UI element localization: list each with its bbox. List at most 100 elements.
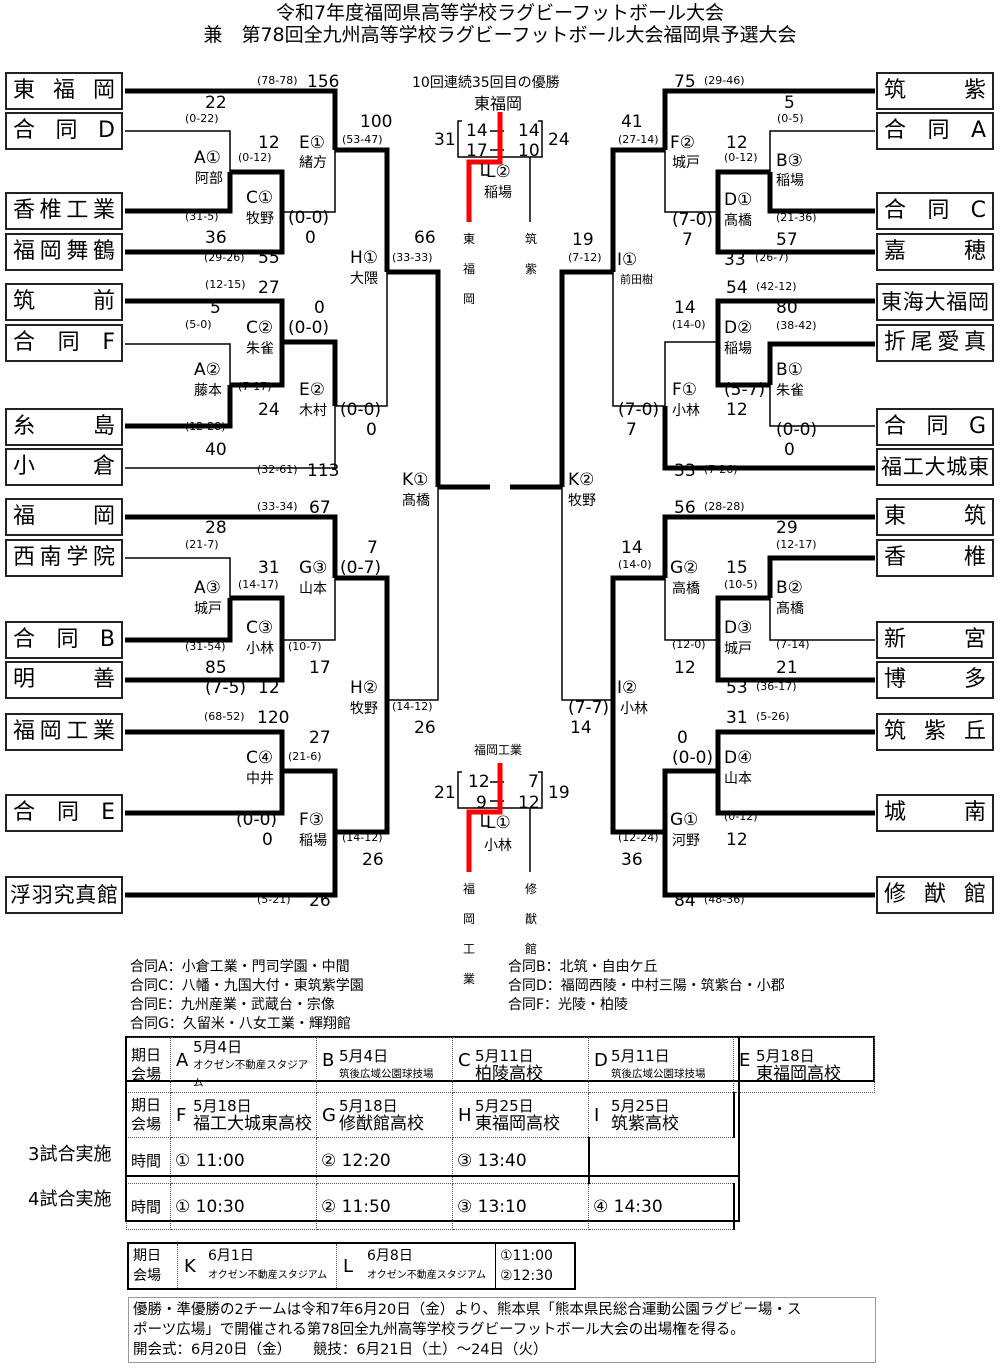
bracket-line: [767, 172, 875, 214]
vertical-char: 工: [462, 942, 475, 956]
score-label: (0-12): [724, 810, 758, 823]
score-label: (29-46): [704, 74, 745, 87]
joint-team-g: 合同G：久留米・八女工業・輝翔館: [130, 1016, 351, 1032]
match-id: I②: [617, 678, 638, 698]
score-label: (12-0): [672, 638, 706, 651]
bracket-line: [125, 212, 285, 255]
score-label: (14-0): [672, 318, 706, 331]
referee-name: 牧野: [246, 211, 274, 227]
team-name-char: 羽: [31, 883, 53, 907]
referee-name: 山本: [299, 581, 327, 597]
team-box: 福岡: [5, 498, 123, 536]
score-label: (31-54): [185, 640, 226, 653]
vertical-char: 修: [524, 882, 537, 896]
score-label: 26: [309, 891, 331, 911]
bracket-line: [125, 557, 231, 598]
score-label: 27: [258, 278, 280, 298]
team-box: 東福岡: [5, 72, 123, 110]
bracket-line: [481, 814, 488, 827]
match-id: A①: [194, 148, 221, 168]
bracket-line: [125, 385, 233, 429]
team-name-char: 合: [884, 118, 907, 143]
score-label: (14-12): [392, 700, 433, 713]
match-date: 5月4日: [339, 1047, 389, 1065]
venue-name: 東福岡高校: [756, 1064, 841, 1084]
team-name-char: 筑: [13, 289, 36, 314]
score-label: (0-0): [288, 318, 330, 338]
score-label: (14-0): [618, 558, 652, 571]
vertical-char: 紫: [524, 262, 537, 276]
score-label: (0-12): [724, 151, 758, 164]
joint-team-d: 合同D：福岡西陵・中村三陽・筑紫台・小郡: [508, 978, 785, 994]
match-id: G③: [299, 558, 328, 578]
team-name-char: 福: [52, 78, 75, 103]
score-label: (38-42): [776, 319, 817, 332]
bracket-line: [715, 212, 875, 255]
team-name-char: 尾: [910, 330, 933, 355]
joint-team-b: 合同B：北筑・自由ケ丘: [508, 959, 658, 975]
team-box: 嘉穂: [876, 233, 994, 271]
vertical-char: 福: [462, 882, 475, 896]
team-name-char: 小: [13, 454, 36, 479]
team-name-char: 鶴: [92, 239, 115, 264]
bracket-line: [664, 150, 718, 213]
final-referee: 稲場: [484, 185, 512, 201]
score-label: 36: [621, 850, 643, 870]
bracket-line: [715, 298, 875, 342]
team-box: 香椎: [876, 539, 994, 577]
venue-name: 柏陵高校: [475, 1064, 543, 1084]
vertical-char: 館: [524, 942, 537, 956]
score-label: (36-17): [756, 680, 797, 693]
score-label: 28: [205, 518, 227, 538]
score-label: 5: [784, 93, 795, 113]
bracket-line: [769, 598, 875, 641]
vertical-char: 筑: [524, 232, 537, 246]
bracket-line: [335, 575, 390, 700]
score-label: (5-21): [257, 893, 291, 906]
team-name-char: 同: [927, 118, 950, 143]
score-label: (12-17): [776, 538, 817, 551]
team-name-char: 筑: [884, 719, 907, 744]
score-label: (10-7): [288, 640, 322, 653]
team-box: 福工大城東: [876, 448, 994, 486]
team-name-char: 岡: [92, 78, 115, 103]
team-box: 香椎工業: [5, 192, 123, 230]
score-label: (0-5): [777, 112, 804, 125]
bracket-line: [125, 640, 285, 683]
bracket-line: [387, 487, 439, 701]
team-name-char: 合: [13, 800, 36, 825]
match-id: F②: [670, 133, 696, 153]
score-label: (78-78): [257, 74, 298, 87]
score-label: (7-26): [704, 463, 738, 476]
referee-name: 髙橋: [776, 601, 804, 617]
venue-code: C: [458, 1050, 471, 1071]
score-label: 26: [414, 718, 436, 738]
bracket-line: [282, 150, 336, 213]
referee-name: 緒方: [299, 155, 327, 171]
score-label: (33-33): [392, 251, 433, 264]
team-name-char: 前: [92, 289, 115, 314]
match-id: G①: [670, 810, 699, 830]
match-id: F①: [672, 380, 698, 400]
final-half2-left: 17: [466, 141, 488, 161]
bracket-line: [230, 342, 285, 388]
info-line-2: ポーツ広場」で開催される第78回全九州高等学校ラグビーフットボール大会の出場権を…: [133, 1322, 745, 1338]
score-label: 75: [674, 72, 696, 92]
score-label: 15: [726, 558, 748, 578]
bracket-line: [481, 163, 488, 176]
venue-name: 筑後広域公園球技場: [611, 1068, 706, 1080]
score-label: (21-36): [776, 211, 817, 224]
bracket-line: [610, 575, 665, 700]
score-label: 54: [726, 278, 748, 298]
time-slot: ② 11:50: [316, 1183, 453, 1230]
team-name-char: 丘: [963, 719, 986, 744]
score-label: 84: [674, 891, 696, 911]
team-name-char: 工: [66, 719, 89, 744]
referee-name: 城戸: [724, 641, 752, 657]
score-label: 66: [414, 228, 436, 248]
score-label: (0-0): [236, 810, 278, 830]
